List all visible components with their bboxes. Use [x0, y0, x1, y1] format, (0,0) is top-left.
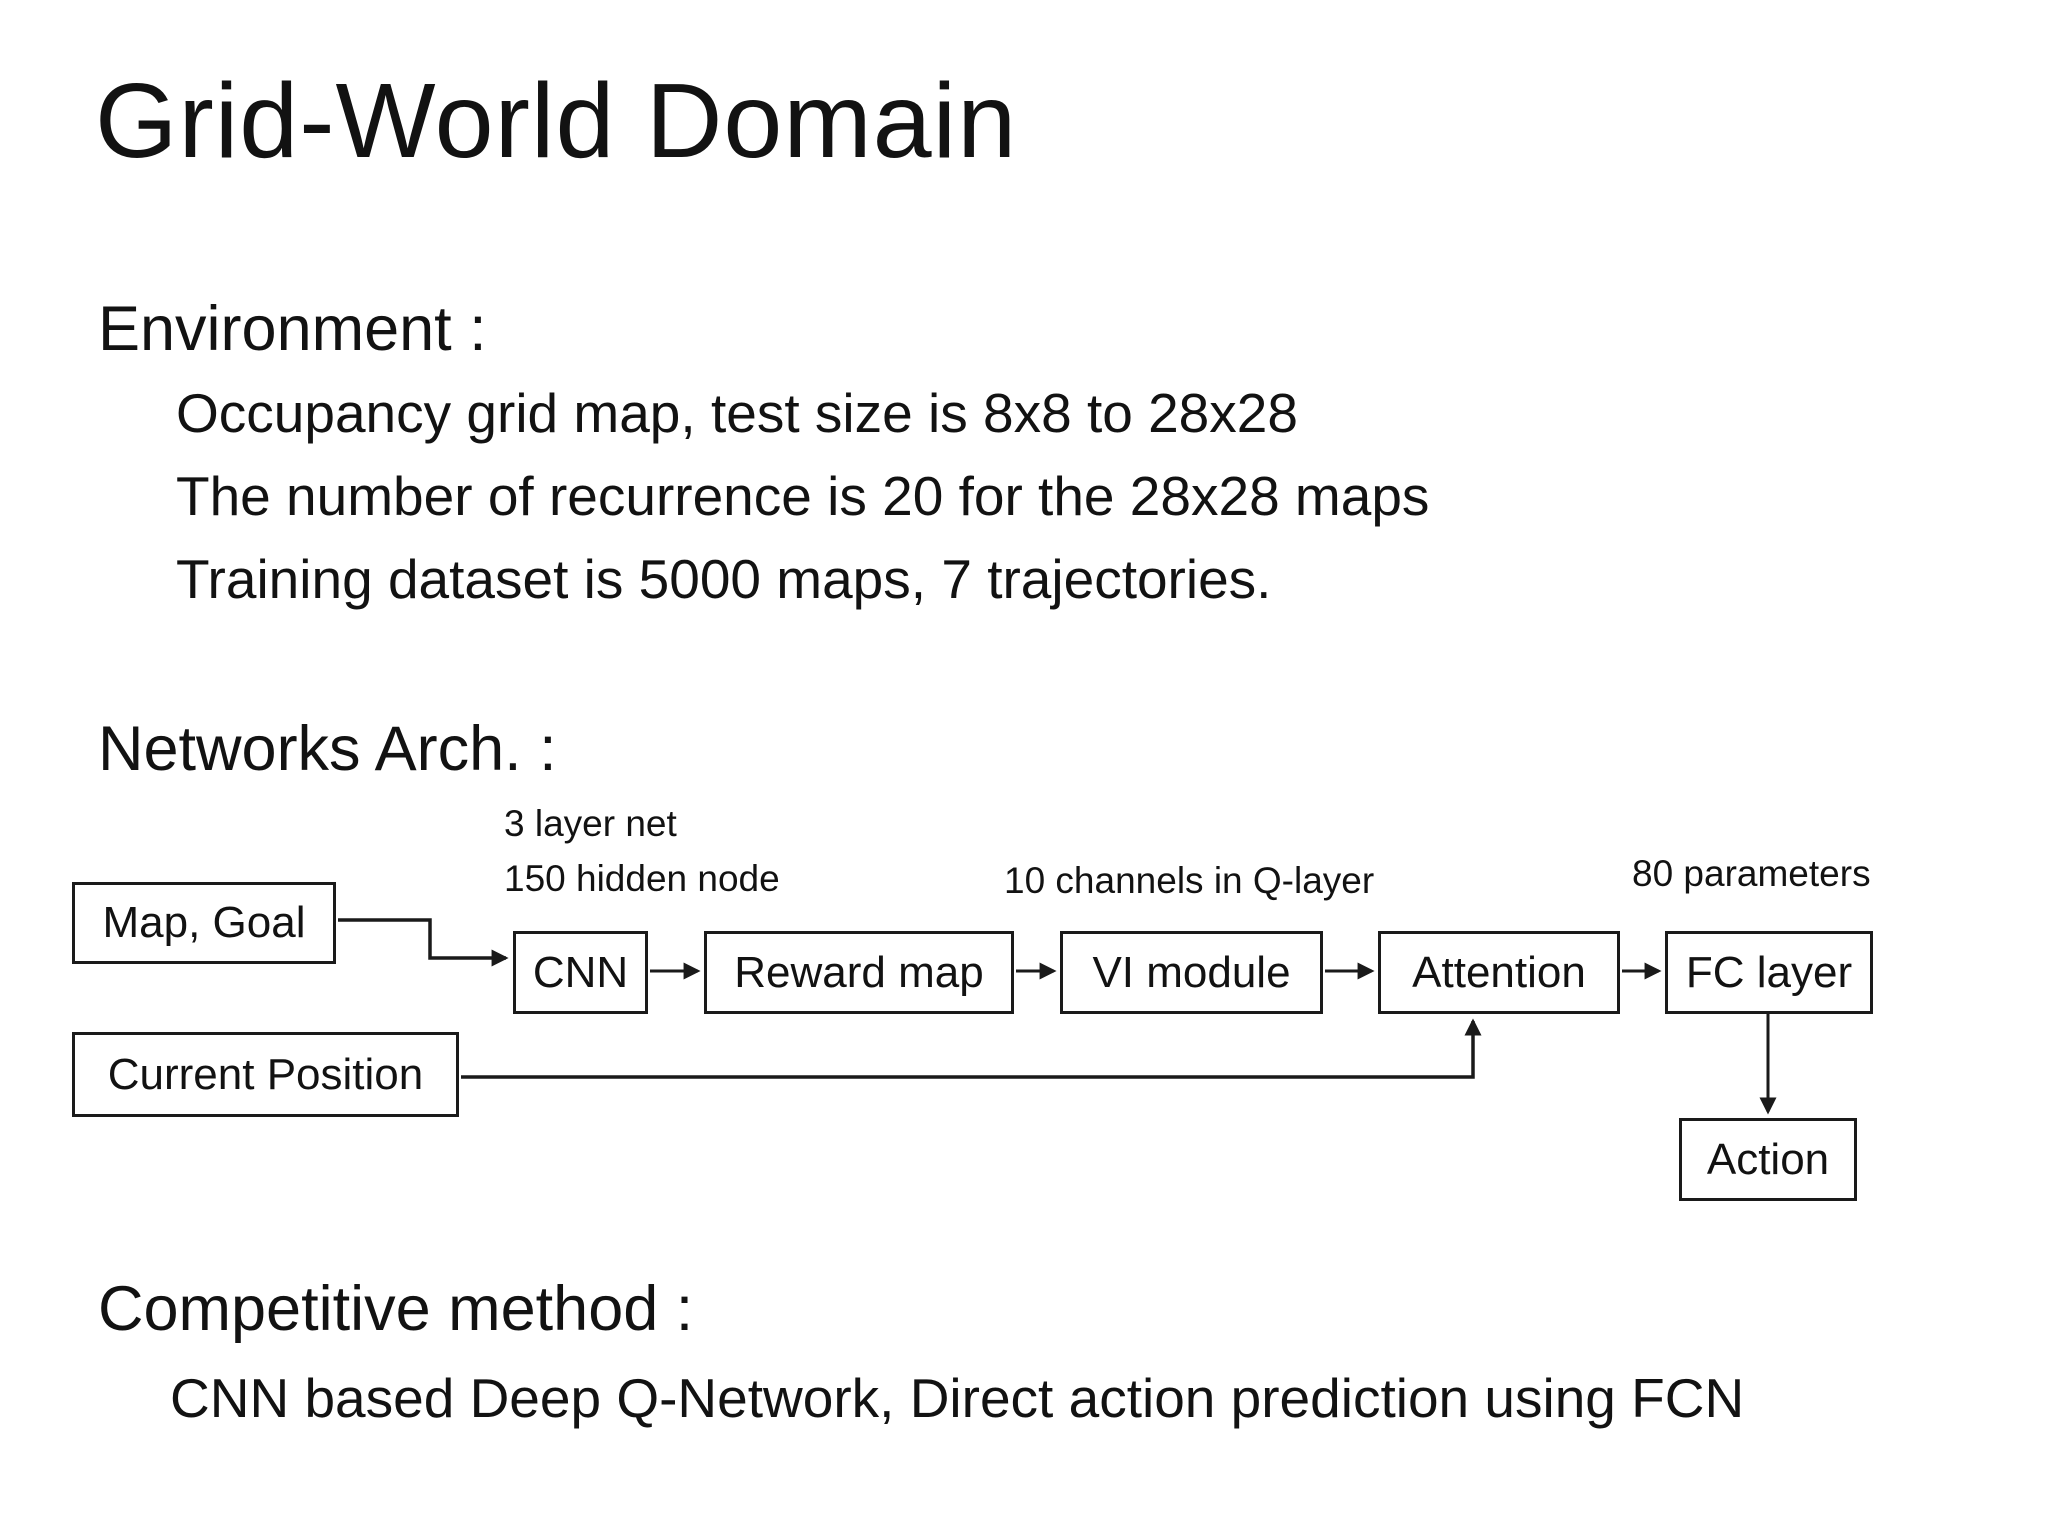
environment-line-2: The number of recurrence is 20 for the 2…: [176, 465, 1430, 527]
cnn-annotation-line-1: 3 layer net: [504, 803, 677, 844]
cnn-annotation: 3 layer net 150 hidden node: [504, 796, 780, 906]
node-current-position: Current Position: [72, 1032, 459, 1117]
node-vi-module: VI module: [1060, 931, 1323, 1014]
networks-heading: Networks Arch. :: [98, 714, 557, 784]
parameters-annotation: 80 parameters: [1632, 853, 1871, 894]
qlayer-annotation: 10 channels in Q-layer: [1004, 860, 1375, 901]
environment-line-1: Occupancy grid map, test size is 8x8 to …: [176, 382, 1298, 444]
node-attention: Attention: [1378, 931, 1620, 1014]
node-fc-layer: FC layer: [1665, 931, 1873, 1014]
node-map-goal: Map, Goal: [72, 882, 336, 964]
environment-line-3: Training dataset is 5000 maps, 7 traject…: [176, 548, 1272, 610]
cnn-annotation-line-2: 150 hidden node: [504, 858, 780, 899]
node-action: Action: [1679, 1118, 1857, 1201]
environment-heading: Environment :: [98, 294, 487, 364]
node-cnn: CNN: [513, 931, 648, 1014]
environment-lines: Occupancy grid map, test size is 8x8 to …: [176, 372, 1429, 621]
competitive-heading: Competitive method :: [98, 1274, 694, 1344]
node-reward-map: Reward map: [704, 931, 1014, 1014]
competitive-line: CNN based Deep Q-Network, Direct action …: [170, 1367, 1745, 1429]
slide-title: Grid-World Domain: [95, 62, 1018, 180]
